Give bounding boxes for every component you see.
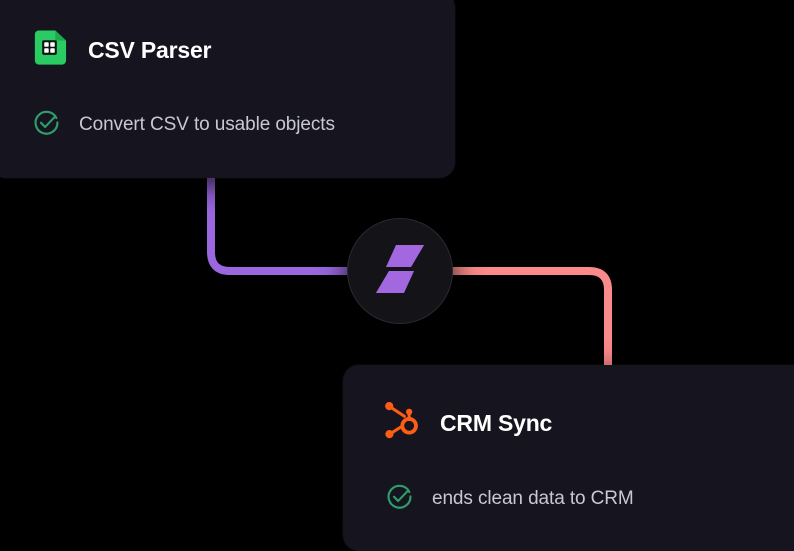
card-body-csv-parser: Convert CSV to usable objects xyxy=(32,108,425,142)
node-card-crm-sync[interactable]: CRM Sync ends clean data to CRM xyxy=(343,365,794,551)
connector-csv-to-hub xyxy=(207,168,362,275)
hubspot-icon xyxy=(383,401,421,446)
card-header-csv-parser: CSV Parser xyxy=(30,28,425,72)
connector-hub-to-crm xyxy=(436,267,612,374)
node-card-csv-parser[interactable]: CSV Parser Convert CSV to usable objects xyxy=(0,0,455,178)
check-circle-icon xyxy=(32,108,61,142)
node-description-crm-sync: ends clean data to CRM xyxy=(432,488,634,509)
workflow-hub-badge[interactable] xyxy=(347,218,453,324)
check-circle-icon xyxy=(385,482,414,516)
node-title-csv-parser: CSV Parser xyxy=(88,36,212,63)
google-sheets-icon xyxy=(30,28,69,72)
lightning-bolt-icon xyxy=(369,238,431,305)
node-description-csv-parser: Convert CSV to usable objects xyxy=(79,114,335,135)
card-header-crm-sync: CRM Sync xyxy=(383,401,778,446)
card-body-crm-sync: ends clean data to CRM xyxy=(385,482,778,516)
node-title-crm-sync: CRM Sync xyxy=(440,410,553,436)
